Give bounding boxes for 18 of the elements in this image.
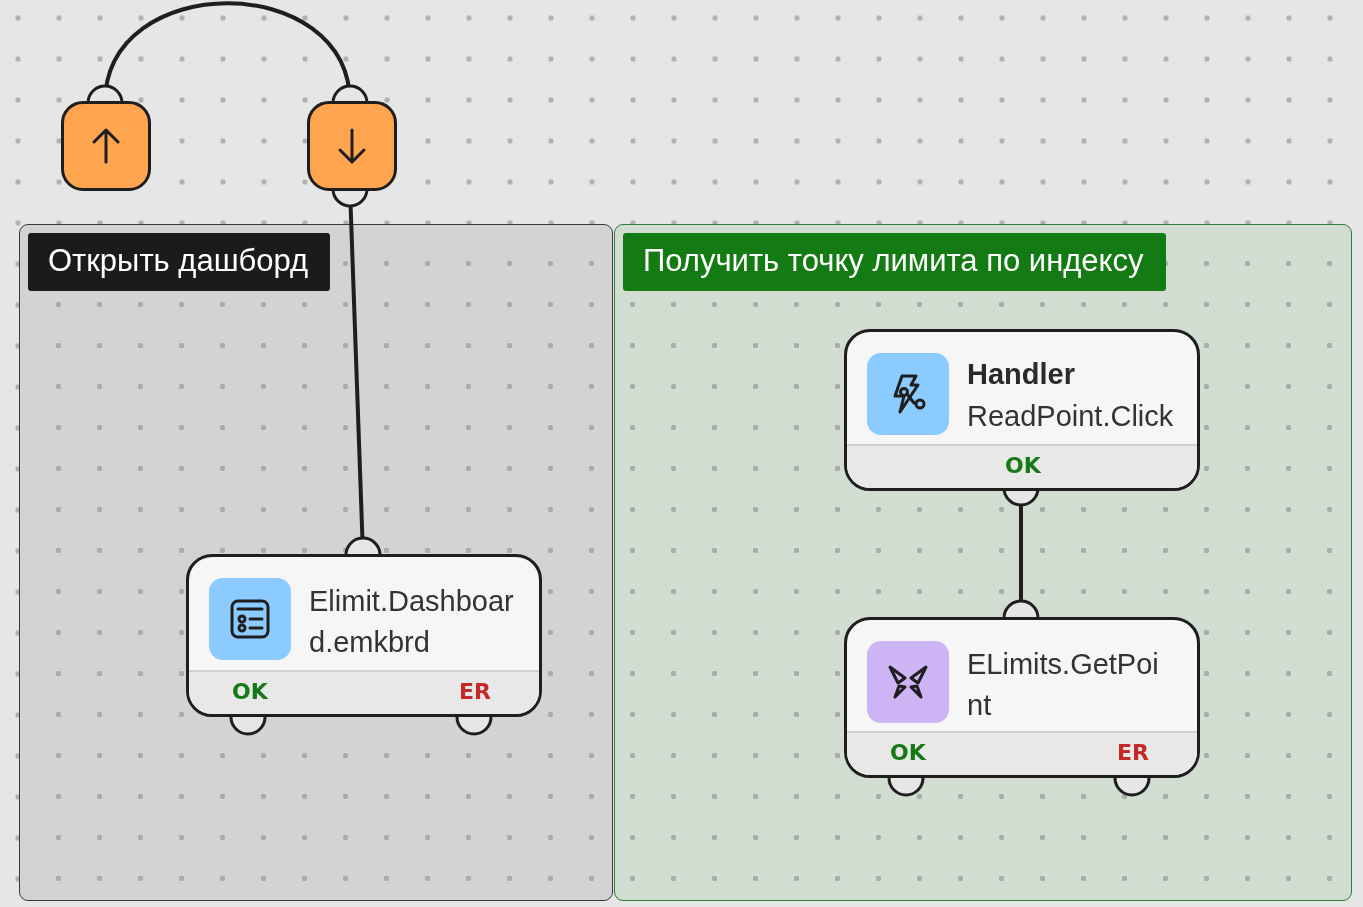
ok-output-label: OK [1005,453,1041,478]
group-panel [19,224,613,901]
function-name: ELimits.GetPoint [967,647,1160,723]
group-title: Получить точку лимита по индексу [623,233,1166,291]
event-name: ReadPoint.Click [967,400,1174,433]
error-output-label: ER [1117,740,1149,765]
node-title: Handler [967,358,1075,391]
ok-output-label: OK [232,679,268,704]
io-block [307,101,397,191]
process-card [186,554,542,717]
group-title: Открыть дашборд [28,233,331,291]
ok-output-label: OK [890,740,926,765]
io-block [61,101,151,191]
error-output-label: ER [459,679,491,704]
group-panel [614,224,1352,901]
process-card [844,617,1200,778]
process-card [844,329,1200,491]
function-name: Elimit.Dashboard.emkbrd [309,584,515,660]
